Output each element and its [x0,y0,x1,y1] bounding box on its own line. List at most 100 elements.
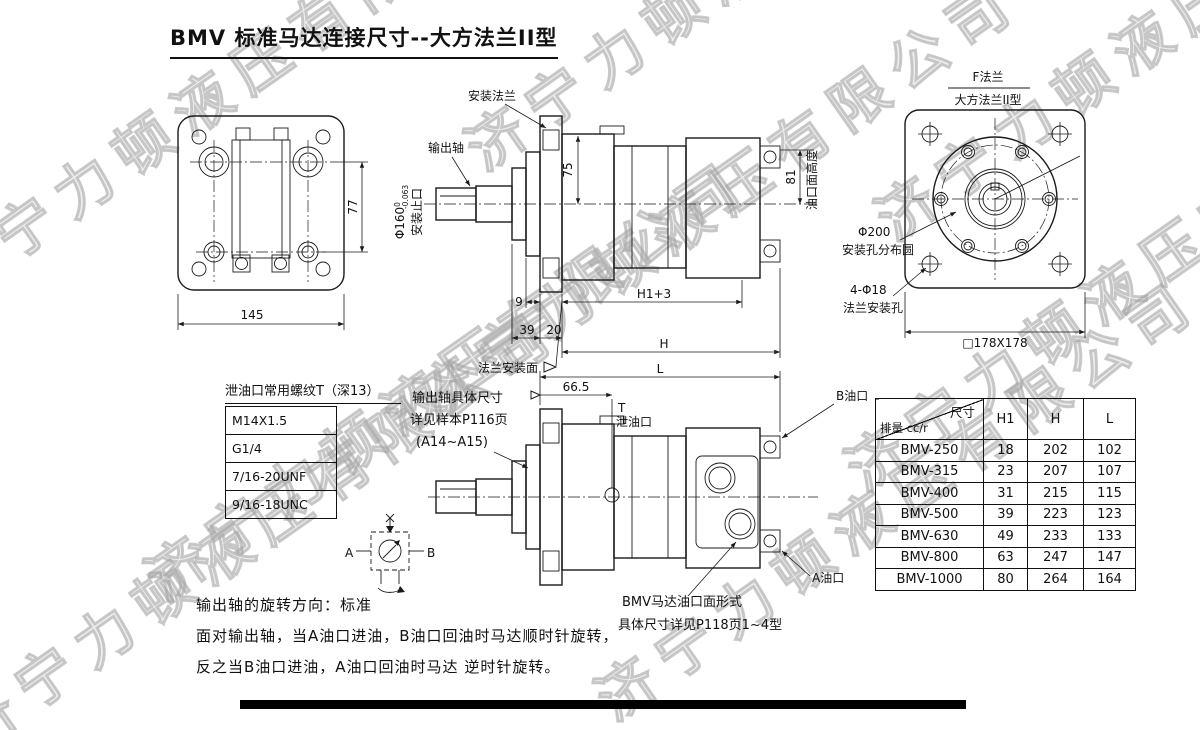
dim-75-label: 75 [561,162,575,177]
datum-triangle-2 [530,390,542,400]
valve-housing-2 [685,427,761,569]
cell-l: 164 [1083,568,1136,591]
dim-145-label: 145 [241,308,264,322]
header-displacement: 尺寸 排量 cc/r [875,398,984,440]
header-h1: H1 [983,398,1028,440]
t-label: T [617,401,626,415]
cell-h1: 80 [983,568,1028,591]
flange-outline [177,115,345,291]
thread-cell: 9/16-18UNC [225,490,337,519]
flange-mount-holes-label: 法兰安装孔 [843,300,903,315]
output-shaft-label: 输出轴 [428,140,464,155]
cell-model: BMV-315 [875,460,984,483]
cell-h: 207 [1027,460,1084,483]
header-l: L [1083,398,1136,440]
spigot-diameter-label: Φ1600-0.063 [393,185,410,240]
symbol-b-label: B [427,546,435,560]
cell-model: BMV-500 [875,503,984,526]
rotation-note-line2: 面对输出轴，当A油口进油，B油口回油时马达顺时针旋转， [196,627,619,645]
motor-body-mid [613,145,687,269]
motor-symbol: A B [345,513,435,593]
cell-h: 233 [1027,525,1084,548]
cell-model: BMV-400 [875,482,984,505]
footer-bar [240,700,966,709]
port-boss-bottom [759,239,781,263]
cell-l: 115 [1083,482,1136,505]
cell-model: BMV-250 [875,439,984,462]
side-view-bottom: L 66.5 T 泄油口 B油口 A油口 输出轴具体尺寸 详见样本P116页 (… [410,362,868,633]
cell-h: 202 [1027,439,1084,462]
drain-port-label: 泄油口 [616,415,652,429]
thread-row: M14X1.5 [225,406,337,435]
thread-row: 9/16-18UNC [225,490,337,519]
four-phi18-label: 4-Φ18 [850,283,887,297]
flange-center-body [231,139,291,259]
dim-l-label: L [657,362,664,376]
thread-row: G1/4 [225,434,337,463]
dim-66-5-label: 66.5 [563,380,590,394]
cell-model: BMV-800 [875,546,984,569]
motor-body-front [561,133,615,281]
dim-20-label: 20 [546,323,561,337]
rotation-note-line1: 输出轴的旋转方向：标准 [196,596,373,614]
phi200-label: Φ200 [858,225,890,239]
shaft-key [990,182,1000,191]
cell-h: 223 [1027,503,1084,526]
page-title: BMV 标准马达连接尺寸--大方法兰II型 [170,22,558,59]
thread-cell: G1/4 [225,434,337,463]
cell-model: BMV-1000 [875,568,984,591]
drain-port-hole [604,487,620,503]
motor-valve-housing [685,137,761,279]
cell-h1: 31 [983,482,1028,505]
f-flange-label: F法兰 [973,70,1004,84]
symbol-motor-circle [378,539,402,563]
cell-l: 133 [1083,525,1136,548]
front-view-flange-left: 145 77 [177,115,368,330]
port-face-plate [695,455,759,549]
drain-thread-table-title: 泄油口常用螺纹T（深13） [225,380,401,404]
rotation-direction-note: 输出轴的旋转方向：标准 面对输出轴，当A油口进油，B油口回油时马达顺时针旋转， … [196,594,619,687]
flange-square-outline [904,109,1086,289]
b-port-label: B油口 [836,389,868,403]
cell-l: 102 [1083,439,1136,462]
port-face-height-label: 油口面高度 [804,150,819,210]
shaft-note-line1: 输出轴具体尺寸 [412,390,503,406]
cell-h1: 39 [983,503,1028,526]
symbol-a-label: A [345,546,354,560]
size-table-header: 尺寸 排量 cc/r H1 H L [875,398,1136,440]
a-port-boss [759,529,781,553]
cell-h1: 18 [983,439,1028,462]
cell-model: BMV-630 [875,525,984,548]
cell-h1: 49 [983,525,1028,548]
front-view-flange-right: F法兰 大方法兰II型 Φ200 安装孔分布圆 4-Φ18 法兰安装孔 □178… [842,70,1086,350]
shaft-arrow [386,526,394,533]
header-h: H [1027,398,1084,440]
cell-h: 264 [1027,568,1084,591]
big-flange-type-label: 大方法兰II型 [954,92,1021,107]
port-note-line2: 具体尺寸详见P118页1~4型 [618,618,782,633]
b-port-boss [759,435,781,459]
dim-9-label: 9 [515,295,523,309]
side-view-top: 安装法兰 输出轴 Φ1600-0.063 安装止口 75 81 油口面高度 9 … [393,88,819,375]
port-boss-top [759,145,781,169]
dim-39-label: 39 [519,323,534,337]
a-port-label: A油口 [812,571,844,585]
drain-thread-table: 泄油口常用螺纹T（深13） M14X1.5 G1/4 7/16-20UNF 9/… [225,380,401,519]
thread-cell: 7/16-20UNF [225,462,337,491]
mount-hole-circle-label: 安装孔分布圆 [842,242,914,257]
cell-l: 123 [1083,503,1136,526]
thread-row: 7/16-20UNF [225,462,337,491]
cell-l: 147 [1083,546,1136,569]
dim-77-label: 77 [346,199,360,214]
header-displacement-label: 排量 cc/r [880,421,928,435]
dim-81-label: 81 [784,169,798,184]
cell-h: 247 [1027,546,1084,569]
